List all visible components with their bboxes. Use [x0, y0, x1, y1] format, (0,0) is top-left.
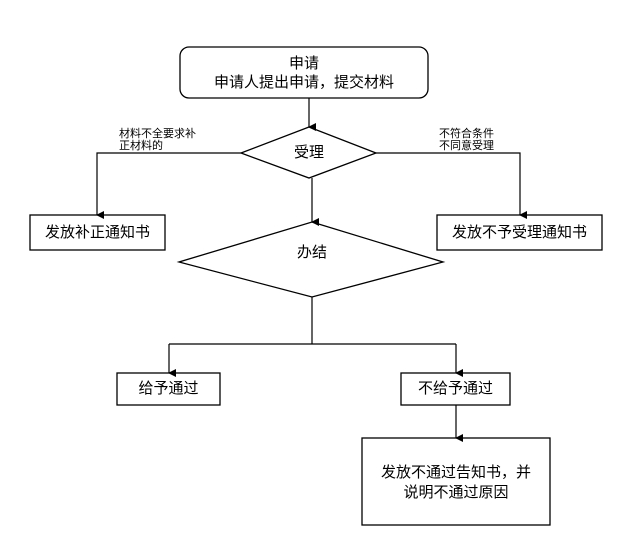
- node-deny-notice-line1: 发放不通过告知书，并: [380, 463, 531, 481]
- node-supplement-notice-shape: [29, 214, 166, 251]
- edge-label-ineligible-line1: 不符合条件: [439, 127, 494, 140]
- node-apply-text: 申请人提出申请，提交材料: [213, 73, 394, 91]
- node-supplement-notice-label: 发放补正通知书: [44, 223, 150, 241]
- node-apply-title: 申请: [288, 54, 319, 72]
- node-approve-shape: [116, 372, 221, 406]
- node-reject-notice-label: 发放不予受理通知书: [451, 223, 587, 241]
- node-deny-notice-line2: 说明不通过原因: [403, 483, 509, 501]
- node-approve-label: 给予通过: [138, 379, 199, 397]
- edge-label-incomplete-line1: 材料不全要求补: [119, 127, 196, 140]
- node-deny-notice-shape: [361, 437, 551, 526]
- node-apply-shape: [179, 46, 429, 99]
- node-accept-shape: [239, 126, 378, 179]
- node-deny-label: 不给予通过: [417, 379, 493, 397]
- edge-accept-supplement: [96, 152, 241, 219]
- node-accept-label: 受理: [293, 143, 324, 161]
- node-reject-notice-shape: [436, 214, 603, 251]
- edge-label-incomplete-line2: 正材料的: [119, 139, 163, 152]
- edge-accept-reject: [376, 152, 527, 219]
- edge-label-ineligible-line2: 不同意受理: [439, 139, 494, 152]
- node-process-label: 办结: [296, 243, 327, 261]
